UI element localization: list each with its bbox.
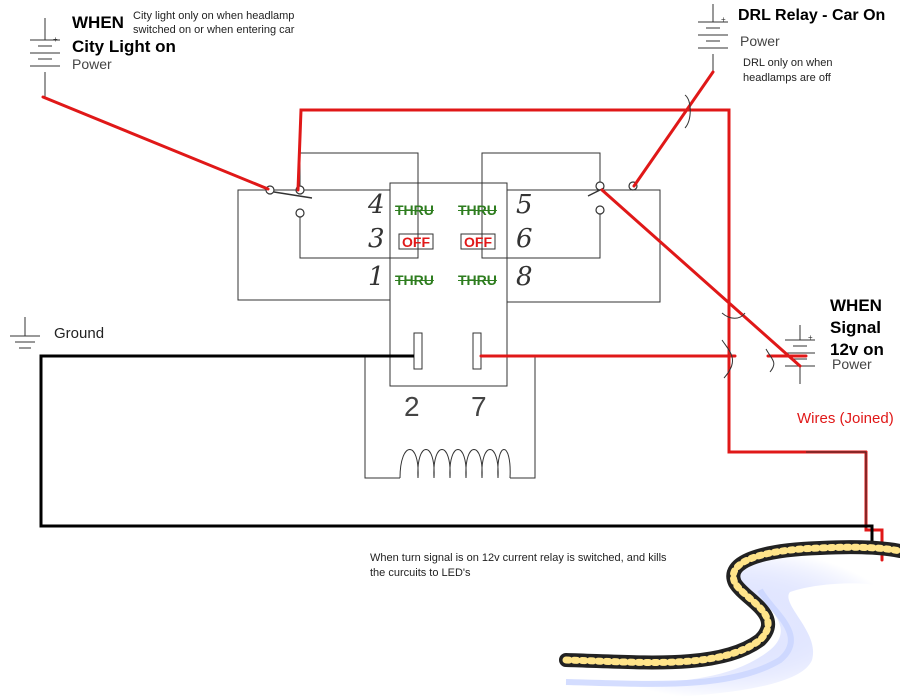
city-when-label: WHEN: [72, 13, 124, 32]
signal-plus-sign: +: [808, 333, 813, 342]
drl-note-line-1: DRL only on when: [743, 57, 833, 69]
city-note-line-2: switched on or when entering car: [133, 24, 295, 36]
ground-symbol: [10, 317, 40, 349]
relay-pin-2: 2: [404, 391, 420, 422]
ground-label: Ground: [54, 325, 105, 342]
city-plus-sign: +: [53, 35, 58, 44]
thru-label-4: THRU: [395, 202, 434, 218]
switch-contacts: [265, 181, 638, 218]
relay-outline: [237, 152, 661, 479]
signal-feed-lines: [806, 451, 867, 528]
off-label-6: OFF: [464, 234, 492, 250]
thru-label-5: THRU: [458, 202, 497, 218]
signal-12v-label: 12v on: [830, 340, 884, 359]
signal-power-label: Power: [832, 356, 872, 372]
wire-crossovers: [684, 94, 775, 379]
relay-pin-8: 8: [516, 262, 533, 292]
drl-battery-symbol: [698, 4, 728, 72]
thru-label-8: THRU: [458, 272, 497, 288]
wires-joined-label: Wires (Joined): [797, 410, 894, 427]
bottom-note-line-2: the curcuits to LED's: [370, 567, 471, 579]
relay-pin-3: 3: [368, 224, 385, 254]
city-note-line-1: City light only on when headlamp: [133, 10, 295, 22]
relay-pin-7: 7: [471, 391, 487, 422]
led-strip-graphic: [559, 540, 900, 700]
city-power-label: Power: [72, 56, 112, 72]
bottom-note-line-1: When turn signal is on 12v current relay…: [370, 552, 667, 564]
relay-pin-4: 4: [368, 190, 385, 220]
off-label-3: OFF: [402, 234, 430, 250]
relay-pin-1: 1: [368, 262, 385, 292]
drl-note-line-2: headlamps are off: [743, 72, 831, 84]
drl-title: DRL Relay - Car On: [738, 7, 886, 24]
relay-pin-5: 5: [516, 190, 533, 220]
drl-power-label: Power: [740, 33, 780, 49]
ground-wire: [39, 354, 874, 548]
drl-plus-sign: +: [721, 15, 726, 24]
city-battery-symbol: [30, 18, 60, 97]
city-light-label: City Light on: [72, 37, 176, 56]
red-wires: [41, 70, 884, 562]
signal-when-label: WHEN: [830, 296, 882, 315]
signal-label: Signal: [830, 318, 882, 337]
thru-label-1: THRU: [395, 272, 434, 288]
relay-pin-6: 6: [516, 224, 533, 254]
